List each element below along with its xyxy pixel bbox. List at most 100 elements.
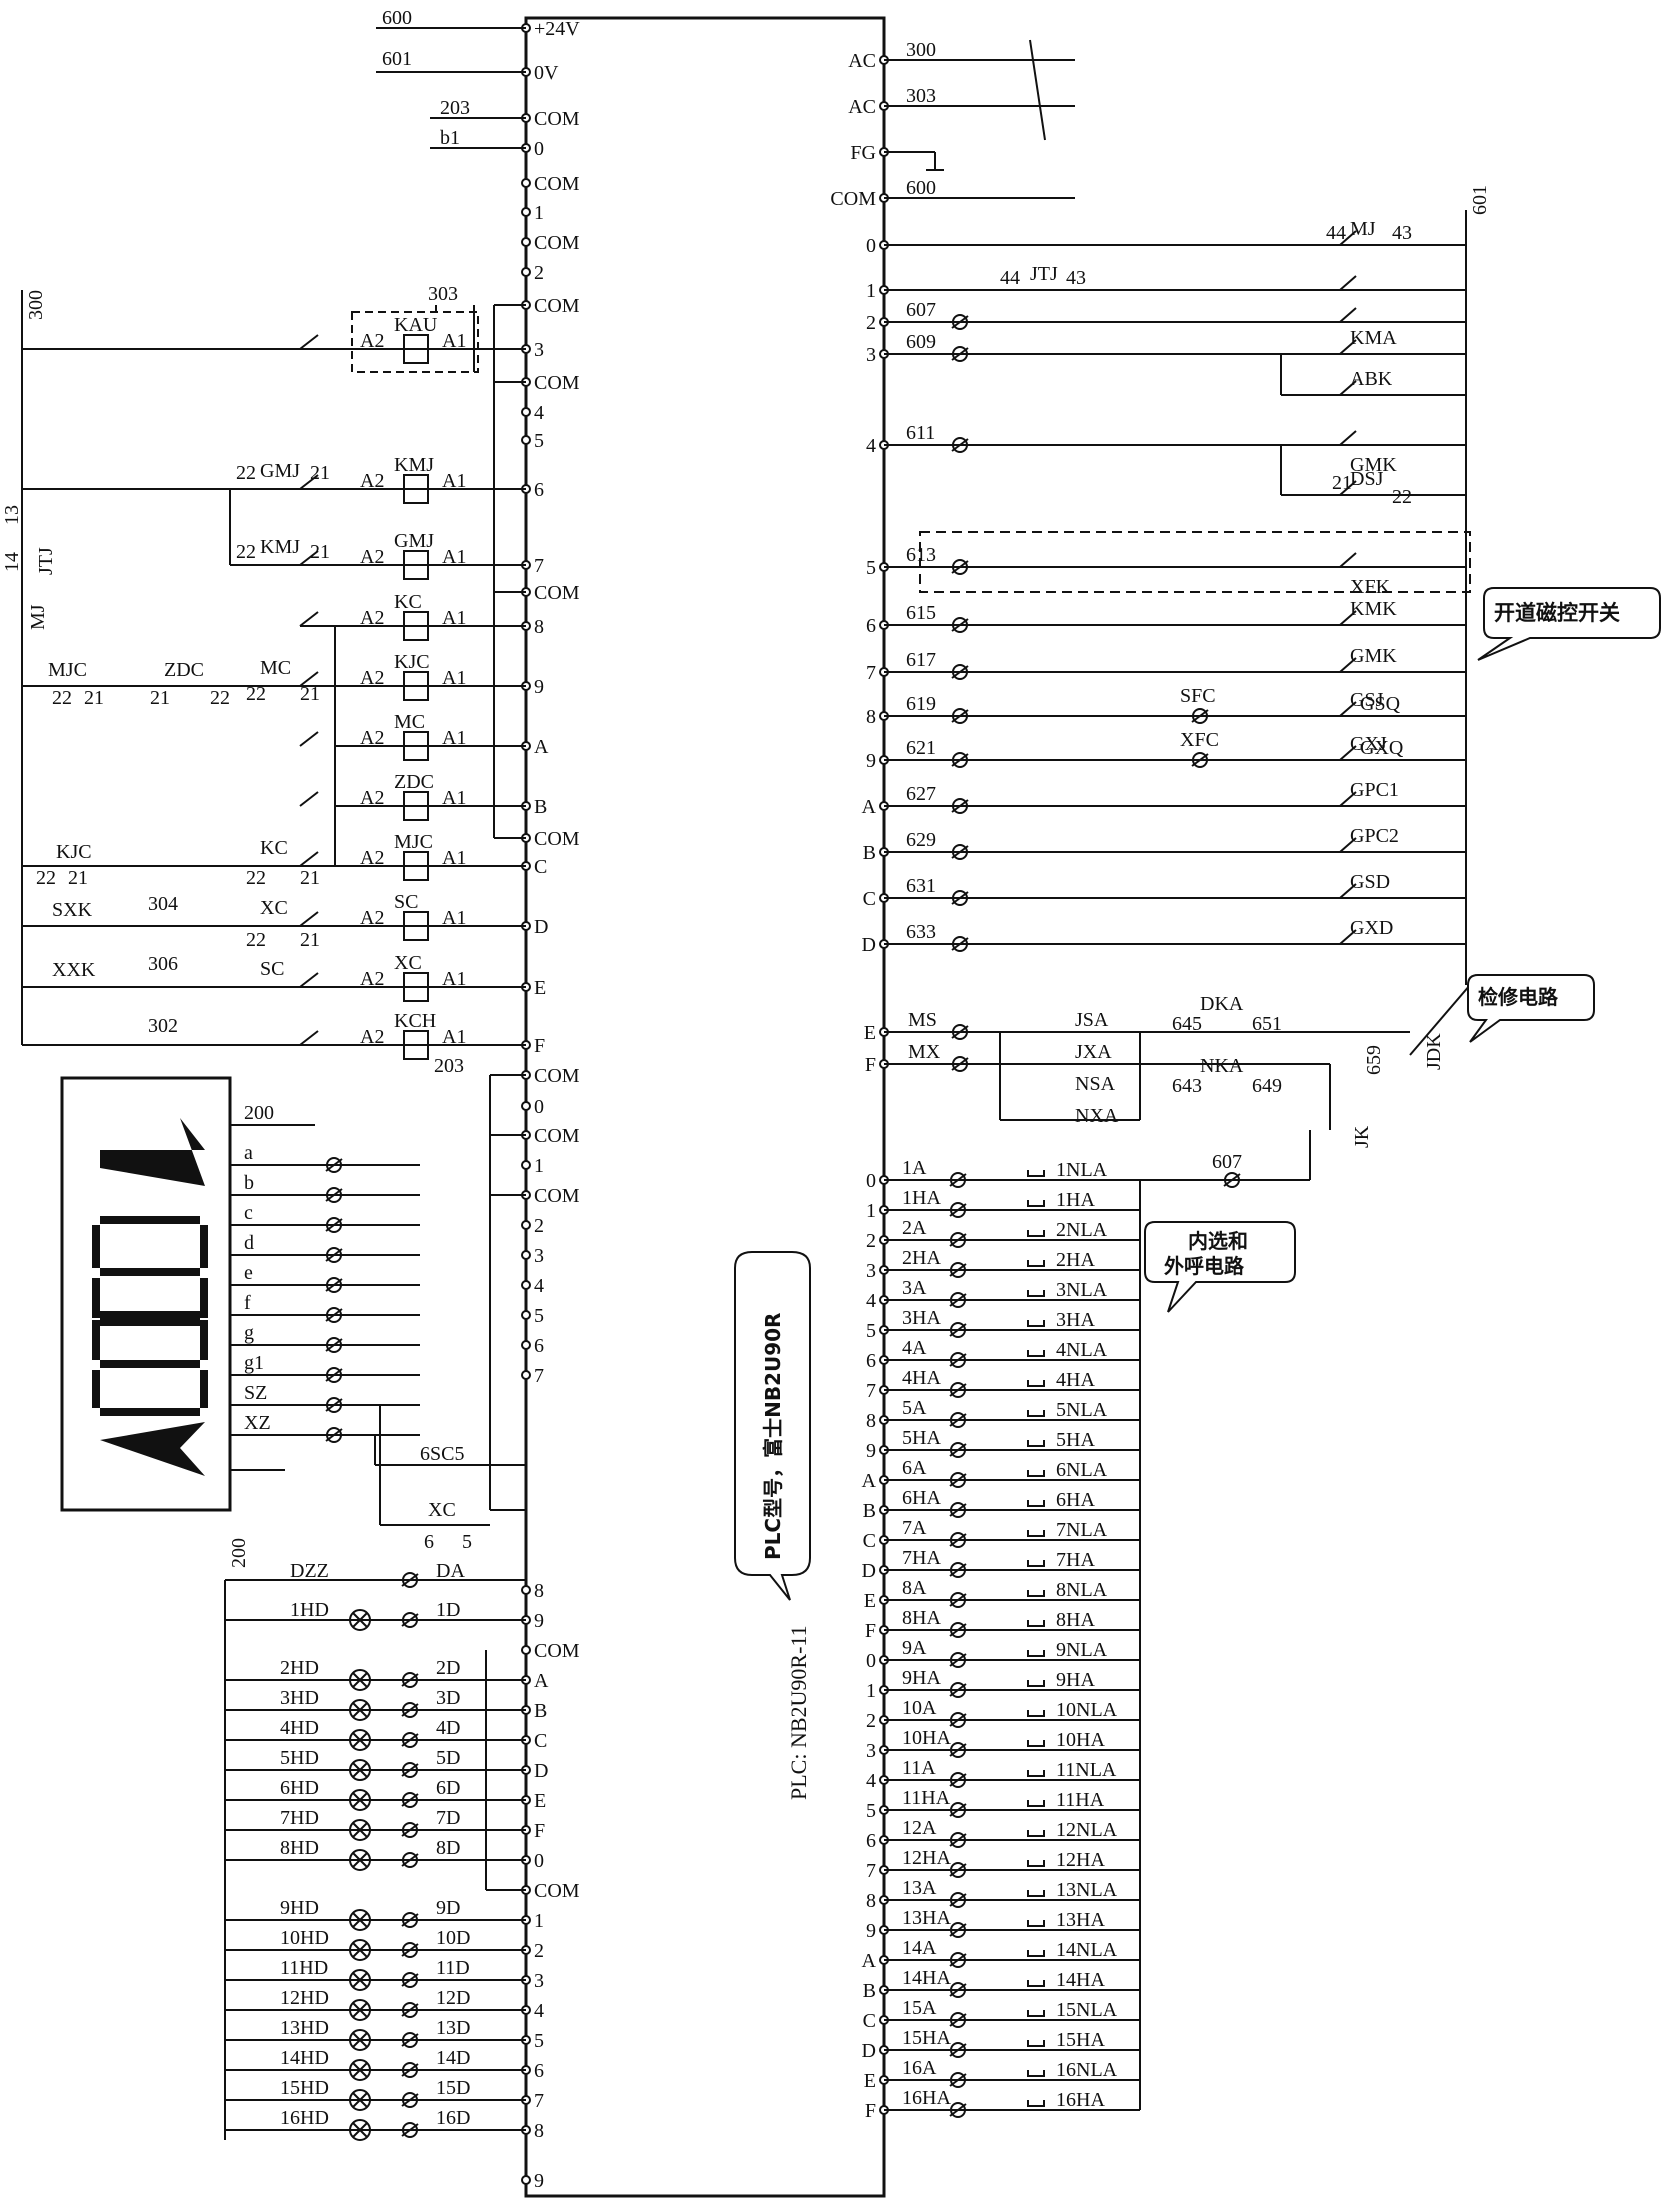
wire-203-lower: 203 (434, 1055, 464, 1077)
lamp-terminal-12 (402, 2062, 418, 2078)
lamp-terminal-4 (402, 1792, 418, 1808)
call-terminal-11 (950, 1502, 966, 1518)
relay-name: GMJ (394, 530, 434, 552)
wire-306: 306 (148, 953, 178, 975)
contact-num: 21 (68, 867, 88, 889)
input-name: GXD (1350, 917, 1393, 939)
ms-terminal (952, 1024, 968, 1040)
lamp-output: 11D (436, 1957, 470, 1979)
call-button-icon (1027, 1680, 1045, 1687)
call-lamp-label: 2HA (1056, 1249, 1095, 1271)
call-button-icon (1027, 1710, 1045, 1717)
relay-a1: A1 (442, 667, 466, 689)
lamp-name: 13HD (280, 2017, 329, 2039)
left-terminal-label: 3 (534, 339, 544, 361)
call-input-label: 16HA (902, 2087, 951, 2109)
call-terminal-28 (950, 2012, 966, 2028)
right-terminal-label: 5 (866, 557, 876, 579)
relay-coil-10 (403, 1030, 429, 1060)
switch-symbol-12 (1339, 791, 1357, 807)
relay-contact: KC (260, 837, 288, 859)
contact-symbol (299, 911, 319, 927)
relay-contact: XC (260, 897, 288, 919)
label-xc: XC (428, 1499, 456, 1521)
switch-symbol-0 (1339, 230, 1357, 246)
plc-right-terminals: ACACFGCOM0123456789ABCDEF0123456789ABCDE… (830, 50, 889, 2122)
left-terminal-label: 2 (534, 262, 544, 284)
contact-symbol (299, 611, 319, 627)
contact-num: 22 (236, 462, 256, 484)
call-input-label: 9HA (902, 1667, 941, 1689)
plc-body (524, 16, 886, 2198)
call-input-label: 16A (902, 2057, 937, 2079)
lamp-name: 16HD (280, 2107, 329, 2129)
label-jk: JK (1351, 1125, 1373, 1148)
relay-contact: SC (260, 958, 284, 980)
call-lamp-label: 7HA (1056, 1549, 1095, 1571)
call-button-icon (1027, 1230, 1045, 1237)
contact-num: 21 (150, 687, 170, 709)
lamp-7-x2 (352, 1912, 368, 1928)
input-wire-label: 633 (906, 921, 936, 943)
segment-label: d (244, 1232, 254, 1254)
call-lamp-label: 15HA (1056, 2029, 1105, 2051)
call-lamp-label: 8HA (1056, 1609, 1095, 1631)
right-wiring (884, 39, 1471, 1056)
switch-symbol-11 (1339, 745, 1357, 761)
contact-symbol (299, 791, 319, 807)
left-terminal-label: A (534, 1670, 549, 1692)
input-wire-label: 627 (906, 783, 936, 805)
wire-300: 300 (25, 290, 47, 320)
lamp-name: 4HD (280, 1717, 319, 1739)
call-input-label: 4A (902, 1337, 927, 1359)
call-button-icon (1027, 1950, 1045, 1957)
input-wire-label: 621 (906, 737, 936, 759)
call-button-icon (1027, 1350, 1045, 1357)
relay-a1: A1 (442, 1026, 466, 1048)
lamp-14 (349, 2119, 371, 2141)
relay-coil-7 (403, 851, 429, 881)
call-input-label: 3A (902, 1277, 927, 1299)
input-b: 22 (1392, 486, 1412, 508)
contact-num: 21 (300, 929, 320, 951)
contact-num: 21 (310, 462, 330, 484)
contact-num: 22 (236, 541, 256, 563)
contact-num: 22 (246, 683, 266, 705)
left-terminal-label: COM (534, 108, 580, 130)
wire-601: 601 (382, 48, 412, 70)
call-input-label: 6HA (902, 1487, 941, 1509)
call-lamp-label: 12HA (1056, 1849, 1105, 1871)
call-terminal-20 (950, 1772, 966, 1788)
call-terminal-6 (950, 1352, 966, 1368)
call-button-icon (1027, 1590, 1045, 1597)
right-terminal-label: 7 (866, 662, 876, 684)
input-terminal-12 (952, 798, 968, 814)
relay-coil-5 (403, 731, 429, 761)
lamp-terminal-0 (402, 1672, 418, 1688)
lamp-7 (349, 1909, 371, 1931)
call-input-label: 2A (902, 1217, 927, 1239)
xc-num-6: 6 (424, 1531, 434, 1553)
relay-a1: A1 (442, 787, 466, 809)
left-terminal-label: 1 (534, 202, 544, 224)
segment-terminal-9 (326, 1397, 342, 1413)
up-arrow-icon (100, 1118, 205, 1186)
label-nsa: NSA (1075, 1073, 1116, 1095)
call-lamp-label: 3HA (1056, 1309, 1095, 1331)
call-terminal-7 (950, 1382, 966, 1398)
relay-a2: A2 (360, 727, 384, 749)
relay-coil-1 (403, 474, 429, 504)
right-terminal-label: 1 (866, 1200, 876, 1222)
call-lamp-label: 6NLA (1056, 1459, 1108, 1481)
call-terminal-5 (950, 1322, 966, 1338)
left-terminal-label: 4 (534, 1275, 544, 1297)
door-switch-label: 开道磁控开关 (1494, 601, 1620, 625)
contact-num: 22 (52, 687, 72, 709)
contact-symbol (299, 550, 319, 566)
segment-label: g (244, 1322, 254, 1344)
lamp-14-x2 (352, 2122, 368, 2138)
left-terminal-label: 4 (534, 2000, 544, 2022)
